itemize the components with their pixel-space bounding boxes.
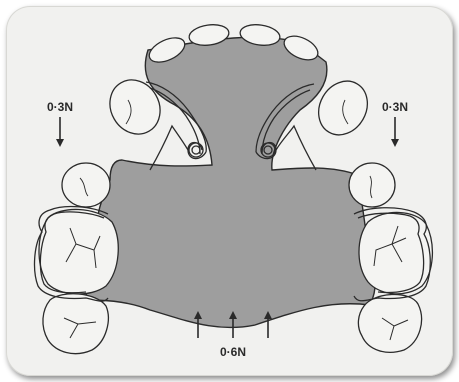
figure-frame: 0·3N 0·3N 0·6N (6, 6, 453, 376)
premolar-tooth-left (62, 163, 110, 207)
molar-tooth-right-first (359, 212, 432, 293)
force-label-left: 0·3N (47, 100, 73, 114)
molar-tooth-left-first (39, 209, 118, 294)
premolar-tooth-right (349, 163, 395, 207)
force-label-bottom: 0·6N (220, 345, 246, 359)
molar-tooth-left-second (43, 294, 108, 354)
orthodontic-appliance-diagram: 0·3N 0·3N 0·6N (6, 6, 453, 376)
force-label-right: 0·3N (382, 100, 408, 114)
